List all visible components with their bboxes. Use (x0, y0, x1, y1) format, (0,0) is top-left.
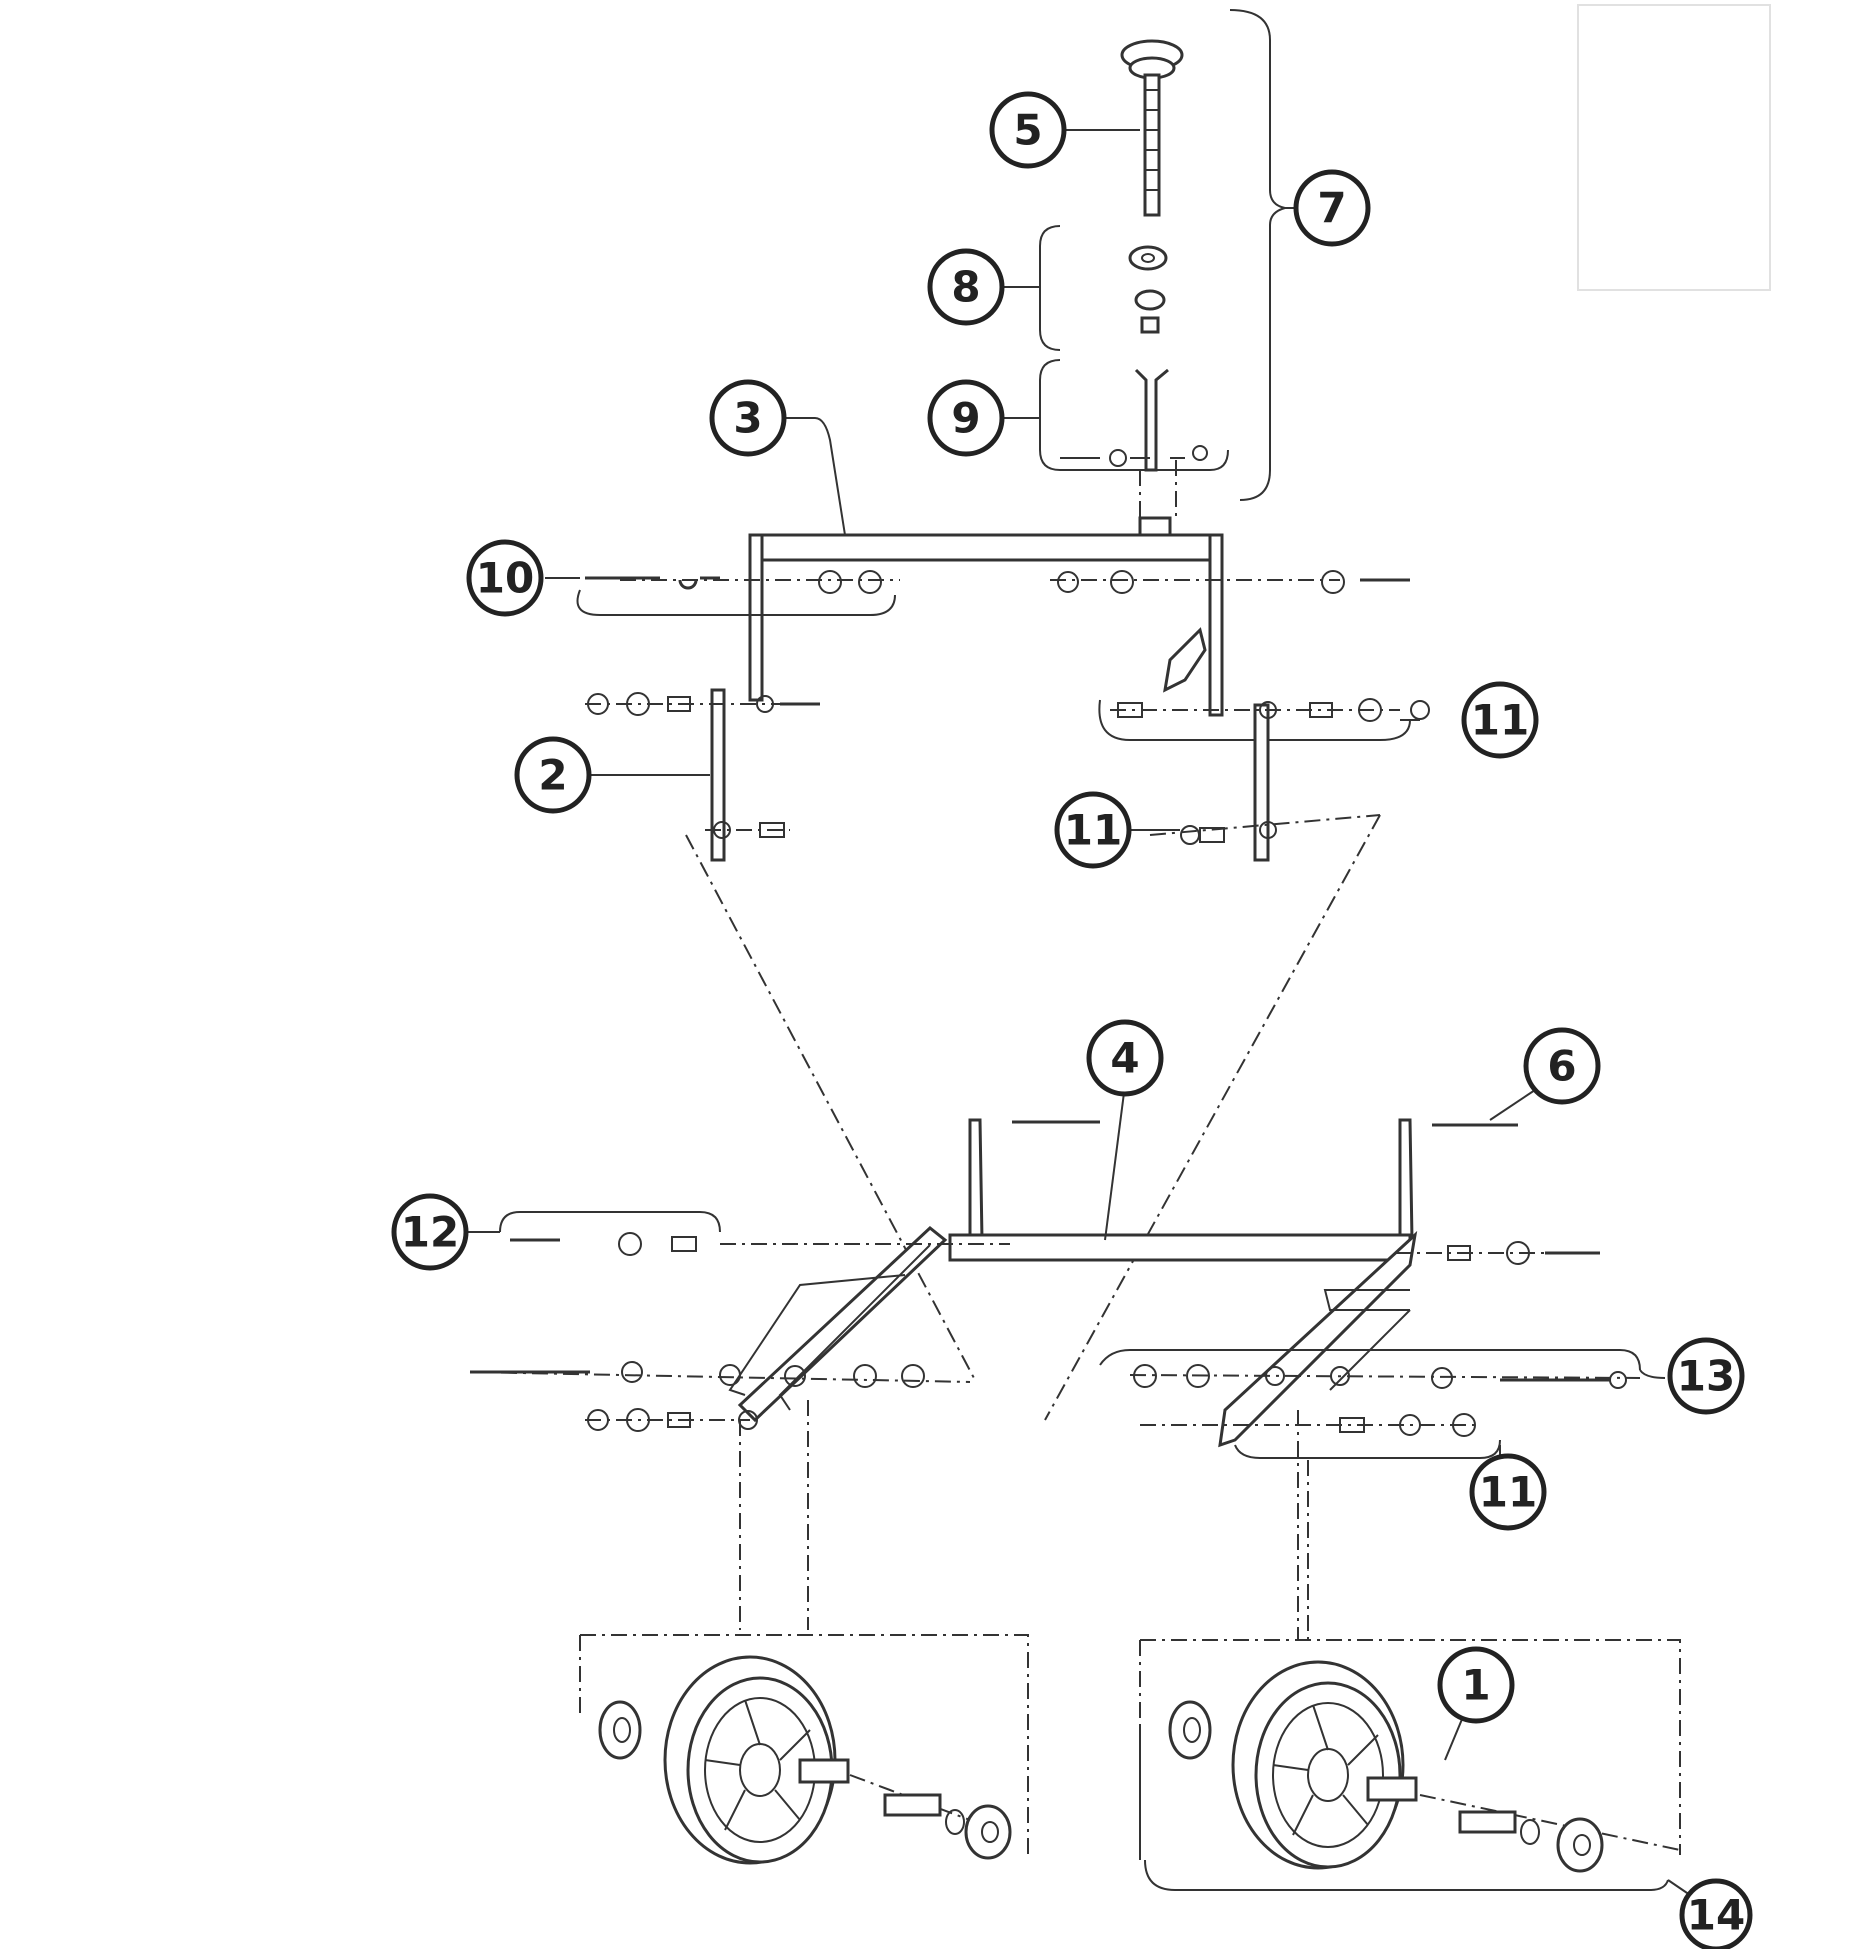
wheel-drop-lines (739, 1400, 1309, 1640)
pin-assembly (1060, 39, 1208, 542)
callout-label: 11 (1471, 696, 1529, 745)
lower-hardware (469, 1349, 1641, 1459)
callout-14: 14 (1679, 1878, 1753, 1949)
callout-label: 6 (1547, 1042, 1576, 1091)
callout-label: 2 (538, 751, 567, 800)
leader-lines (468, 129, 1691, 1896)
projection-lines (685, 814, 1381, 1421)
callout-label: 7 (1317, 184, 1346, 233)
callout-label: 11 (1479, 1468, 1537, 1517)
callout-10: 10 (466, 539, 544, 617)
left-bracket (585, 688, 820, 862)
background-artifact (1577, 4, 1771, 291)
left-wheel (579, 1634, 1029, 1865)
callout-label: 4 (1110, 1034, 1139, 1083)
upper-frame (576, 533, 1411, 741)
callout-11-middle: 11 (1054, 791, 1132, 869)
callout-1: 1 (1437, 1646, 1515, 1724)
callout-12: 12 (391, 1193, 469, 1271)
callout-label: 13 (1677, 1352, 1735, 1401)
callout-2: 2 (514, 736, 592, 814)
lower-frame (499, 1118, 1600, 1448)
callout-5: 5 (989, 91, 1067, 169)
callout-11-lower: 11 (1469, 1453, 1547, 1531)
callout-7: 7 (1293, 169, 1371, 247)
callout-label: 10 (476, 554, 534, 603)
callout-13: 13 (1667, 1337, 1745, 1415)
callout-11-upper: 11 (1461, 681, 1539, 759)
callout-label: 1 (1461, 1661, 1490, 1710)
right-bracket (1110, 698, 1430, 862)
callout-label: 8 (951, 263, 980, 312)
callout-label: 12 (401, 1208, 459, 1257)
callout-label: 14 (1687, 1891, 1745, 1940)
callout-9: 9 (927, 379, 1005, 457)
callout-label: 9 (951, 394, 980, 443)
callout-label: 11 (1064, 806, 1122, 855)
callout-label: 5 (1013, 106, 1042, 155)
callout-8: 8 (927, 248, 1005, 326)
callout-6: 6 (1523, 1027, 1601, 1105)
right-wheel (1139, 1639, 1681, 1891)
callout-3: 3 (709, 379, 787, 457)
callout-label: 3 (733, 394, 762, 443)
callout-4: 4 (1086, 1019, 1164, 1097)
